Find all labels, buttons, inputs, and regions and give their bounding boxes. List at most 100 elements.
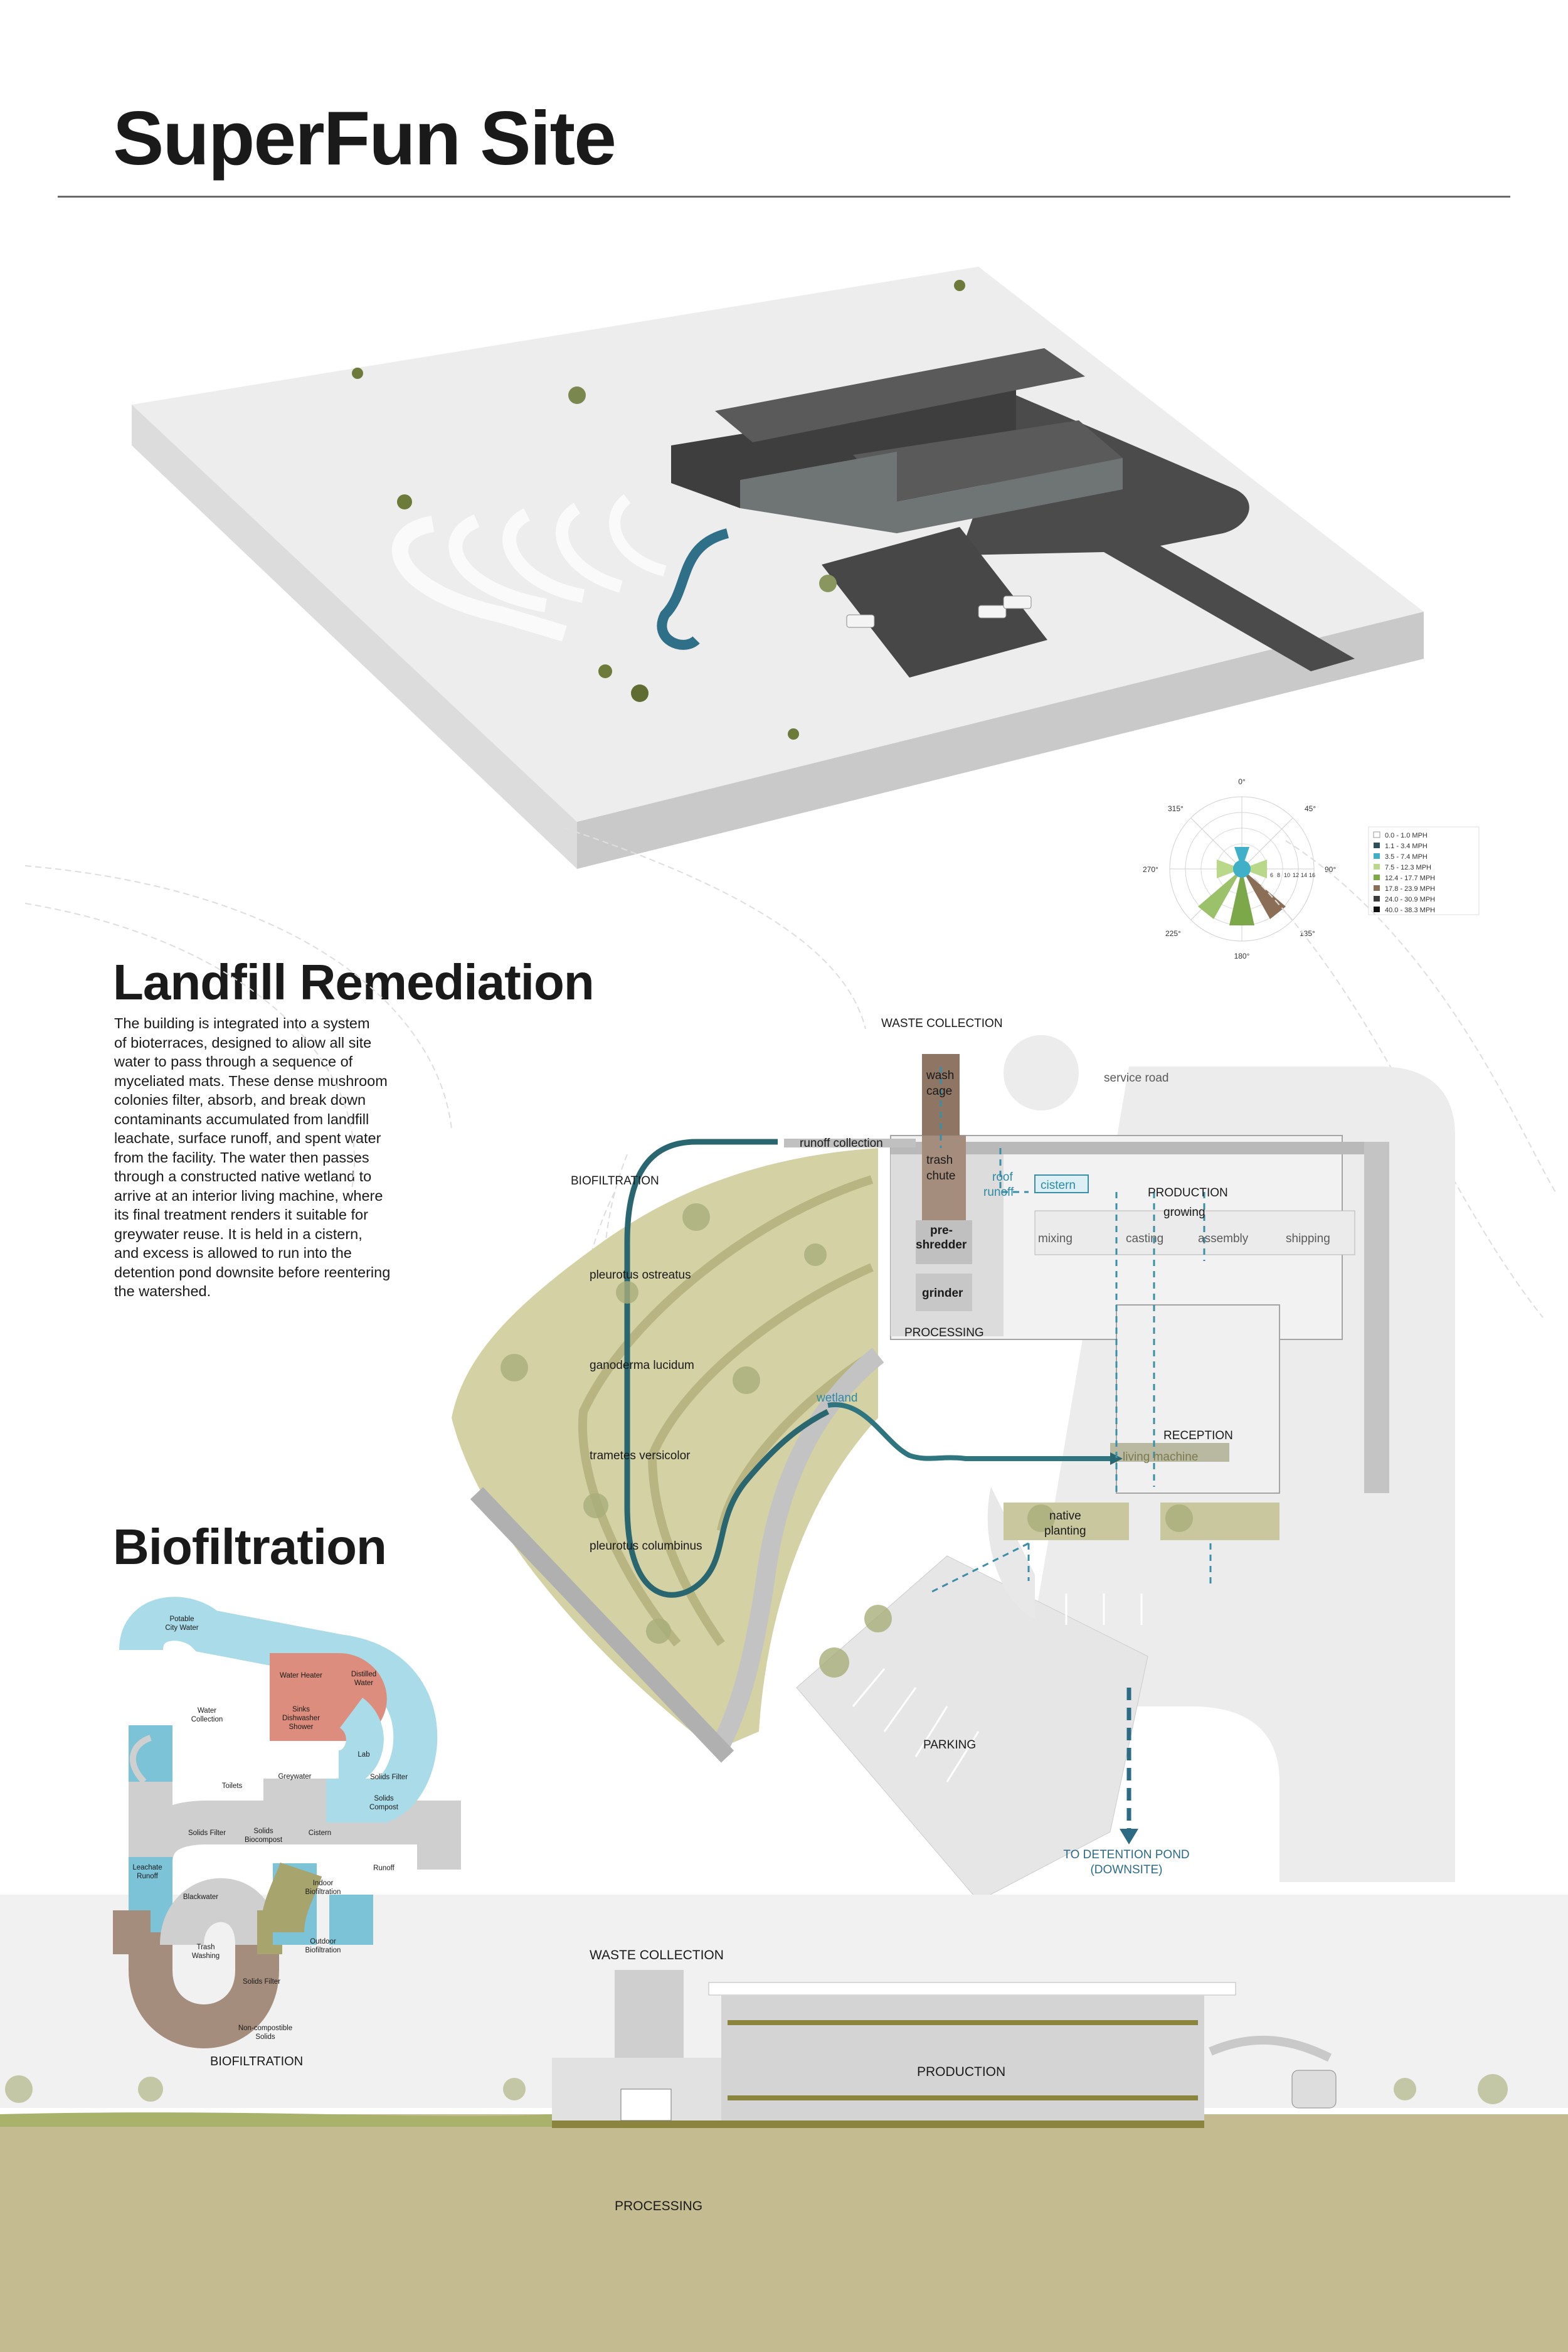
wind-legend-5: 17.8 - 23.9 MPH [1385, 885, 1435, 893]
loop-outdoor-bio-1: Outdoor [310, 1938, 336, 1945]
plan-pre: pre- [930, 1224, 953, 1237]
loop-sinks-2: Dishwasher [282, 1715, 320, 1722]
title-rule [58, 196, 1510, 198]
plan-reception: RECEPTION [1163, 1429, 1233, 1442]
loop-potable-2: City Water [165, 1624, 198, 1632]
plan-downsite: (DOWNSITE) [1090, 1863, 1162, 1876]
loop-runoff: Runoff [373, 1865, 395, 1872]
wind-legend-4: 12.4 - 17.7 MPH [1385, 875, 1435, 882]
wind-dir-315: 315° [1168, 804, 1184, 813]
loop-distilled-2: Water [354, 1679, 373, 1687]
landfill-body: The building is integrated into a system… [114, 1015, 391, 1299]
loop-solids-filter-1: Solids Filter [370, 1774, 408, 1781]
plan-waste-collection: WASTE COLLECTION [881, 1017, 1003, 1030]
wind-legend-1: 1.1 - 3.4 MPH [1385, 843, 1428, 850]
plan-planting: planting [1044, 1525, 1086, 1538]
plan-roof: roof [992, 1171, 1013, 1184]
plan-mushroom-4: pleurotus columbinus [590, 1540, 702, 1553]
wind-legend-2: 3.5 - 7.4 MPH [1385, 853, 1428, 861]
plan-chute: chute [926, 1169, 955, 1183]
loop-distilled-1: Distilled [351, 1671, 376, 1678]
wind-ring-10: 10 [1284, 872, 1290, 878]
wind-legend-7: 40.0 - 38.3 MPH [1385, 907, 1435, 914]
wind-ring-12: 12 [1293, 872, 1299, 878]
loop-non-compostable-2: Solids [255, 2033, 275, 2041]
wind-legend: 0.0 - 1.0 MPH 1.1 - 3.4 MPH 3.5 - 7.4 MP… [1373, 831, 1435, 914]
wind-legend-6: 24.0 - 30.9 MPH [1385, 896, 1435, 903]
loop-diagram: Potable City Water Water Heater Distille… [113, 1597, 461, 2068]
plan-grinder: grinder [922, 1287, 963, 1300]
plan-mushroom-3: trametes versicolor [590, 1449, 691, 1462]
loop-cistern: Cistern [309, 1829, 331, 1837]
loop-sinks-3: Shower [289, 1723, 314, 1731]
loop-sinks-1: Sinks [292, 1706, 310, 1713]
page-title: SuperFun Site [113, 95, 617, 181]
site-axonometric [132, 267, 1424, 869]
wind-legend-3: 7.5 - 12.3 MPH [1385, 864, 1431, 871]
plan-trash: trash [926, 1154, 953, 1167]
wind-dir-225: 225° [1165, 929, 1181, 938]
wind-dir-90: 90° [1325, 865, 1336, 874]
plan-runoff: runoff [983, 1186, 1014, 1199]
plan-mixing: mixing [1038, 1232, 1073, 1245]
loop-solids-filter-2: Solids Filter [188, 1829, 226, 1837]
section-biofiltration: BIOFILTRATION [210, 2055, 303, 2068]
loop-leachate-1: Leachate [132, 1864, 162, 1871]
loop-non-compostable-1: Non-compostible [238, 2025, 292, 2032]
loop-water-heater: Water Heater [280, 1672, 322, 1679]
wind-dir-45: 45° [1305, 804, 1316, 813]
loop-trash-washing-2: Washing [192, 1952, 220, 1960]
wind-dir-135: 135° [1300, 929, 1315, 938]
wind-rose: 0° 45° 90° 135° 180° 225° 270° 315° 6 8 … [1143, 777, 1480, 960]
wind-dir-180: 180° [1234, 952, 1250, 960]
loop-lab: Lab [358, 1751, 369, 1759]
loop-toilets: Toilets [222, 1782, 243, 1790]
plan-cage: cage [926, 1085, 952, 1098]
loop-biocompost-1: Solids [253, 1828, 273, 1835]
plan-mushroom-2: ganoderma lucidum [590, 1359, 694, 1372]
plan-wetland: wetland [816, 1392, 858, 1405]
plan-living-machine: living machine [1123, 1450, 1198, 1464]
loop-blackwater: Blackwater [183, 1893, 218, 1901]
loop-biocompost-2: Biocompost [245, 1836, 283, 1844]
section-production: PRODUCTION [917, 2065, 1005, 2079]
loop-water-collection-1: Water [198, 1707, 216, 1715]
loop-water-collection-2: Collection [191, 1716, 223, 1723]
section-waste-collection: WASTE COLLECTION [590, 1948, 724, 1962]
plan-shredder: shredder [916, 1238, 967, 1252]
plan-parking: PARKING [923, 1738, 976, 1752]
loop-solids-compost-2: Compost [369, 1804, 399, 1811]
loop-greywater: Greywater [278, 1773, 311, 1780]
loop-leachate-2: Runoff [137, 1873, 158, 1880]
loop-indoor-bio-1: Indoor [313, 1880, 334, 1887]
plan-production: PRODUCTION [1148, 1186, 1228, 1200]
loop-solids-compost-1: Solids [374, 1795, 394, 1802]
wind-ring-16: 16 [1309, 872, 1315, 878]
plan-growing: growing [1163, 1206, 1205, 1219]
loop-potable-1: Potable [169, 1615, 194, 1623]
loop-outdoor-bio-2: Biofiltration [305, 1947, 341, 1954]
plan-biofiltration: BIOFILTRATION [571, 1174, 659, 1188]
plan-casting: casting [1126, 1232, 1163, 1245]
plan-shipping: shipping [1286, 1232, 1330, 1245]
plan-runoff-collection: runoff collection [800, 1137, 883, 1150]
wind-ring-6: 6 [1270, 872, 1273, 878]
loop-solids-filter-3: Solids Filter [243, 1978, 280, 1986]
wind-dir-270: 270° [1143, 865, 1158, 874]
wind-ring-14: 14 [1301, 872, 1307, 878]
wind-dir-0: 0° [1238, 777, 1246, 786]
plan-processing: PROCESSING [904, 1326, 984, 1339]
biofiltration-heading: Biofiltration [113, 1519, 387, 1575]
plan-detention: TO DETENTION POND [1063, 1848, 1189, 1861]
plan-cistern: cistern [1041, 1179, 1076, 1192]
plan-service-road: service road [1104, 1072, 1169, 1085]
loop-trash-washing-1: Trash [197, 1944, 215, 1951]
wind-legend-0: 0.0 - 1.0 MPH [1385, 832, 1428, 839]
landfill-heading: Landfill Remediation [113, 954, 595, 1010]
wind-ring-8: 8 [1277, 872, 1280, 878]
plan-assembly: assembly [1198, 1232, 1249, 1245]
plan-native: native [1049, 1509, 1081, 1523]
plan-wash: wash [926, 1069, 954, 1082]
site-plan: WASTE COLLECTION wash cage service road … [24, 827, 1556, 1902]
section-processing: PROCESSING [615, 2199, 702, 2213]
